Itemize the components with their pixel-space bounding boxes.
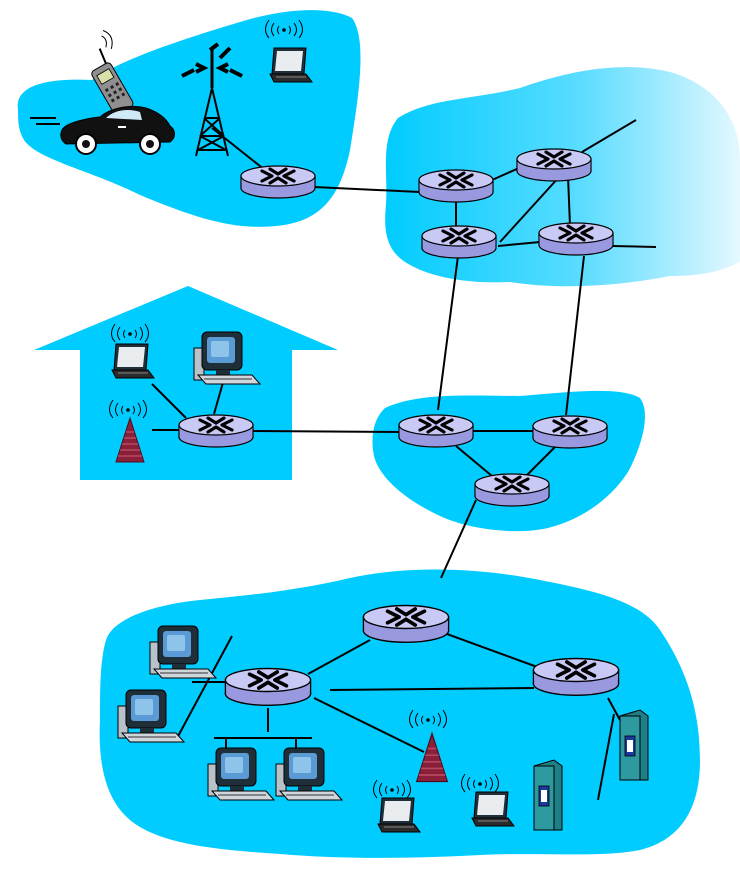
router-regional-right: [531, 414, 609, 450]
router-mobile: [239, 164, 317, 200]
router-regional-bottom: [473, 472, 551, 508]
router-institution-left: [223, 666, 313, 708]
router-isp-right-bottom: [537, 221, 615, 257]
router-regional-left: [397, 413, 475, 449]
router-institution-right: [531, 656, 621, 698]
cell-tower-icon: [181, 42, 243, 157]
router-institution-top: [361, 603, 451, 645]
router-home: [177, 413, 255, 449]
server-icon: [533, 759, 563, 831]
home-network-house: [34, 286, 338, 480]
router-isp-right-top: [515, 147, 593, 183]
router-isp-left-bottom: [420, 224, 498, 260]
router-isp-left-top: [417, 168, 495, 204]
car-icon: [30, 105, 175, 155]
cell-phone-icon: [91, 30, 134, 115]
regional-isp-cloud: [372, 390, 645, 532]
mobile-network-cloud: [17, 10, 361, 227]
links: [151, 119, 657, 801]
server-icon: [619, 709, 649, 781]
